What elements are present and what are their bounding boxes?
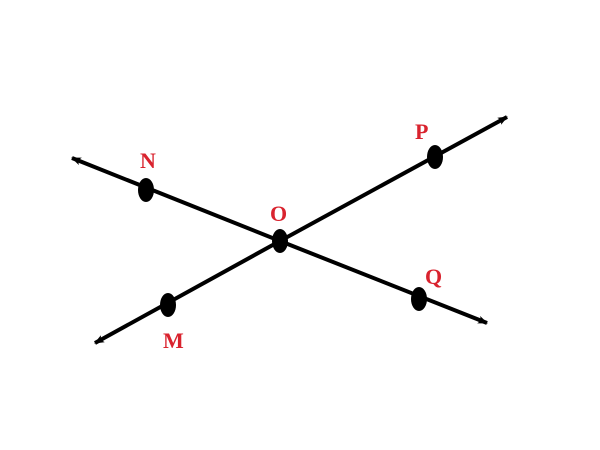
label-q: Q xyxy=(425,264,442,289)
line-nq-ray-q xyxy=(279,239,488,325)
line-mp-ray-m xyxy=(94,239,281,345)
point-p xyxy=(427,145,443,169)
point-o xyxy=(272,229,288,253)
label-p: P xyxy=(415,119,428,144)
label-o: O xyxy=(270,201,287,226)
label-n: N xyxy=(140,148,156,173)
point-q xyxy=(411,287,427,311)
point-n xyxy=(138,178,154,202)
label-m: M xyxy=(163,328,184,353)
line-mp xyxy=(279,115,508,243)
line-nq xyxy=(71,156,281,243)
point-m xyxy=(160,293,176,317)
